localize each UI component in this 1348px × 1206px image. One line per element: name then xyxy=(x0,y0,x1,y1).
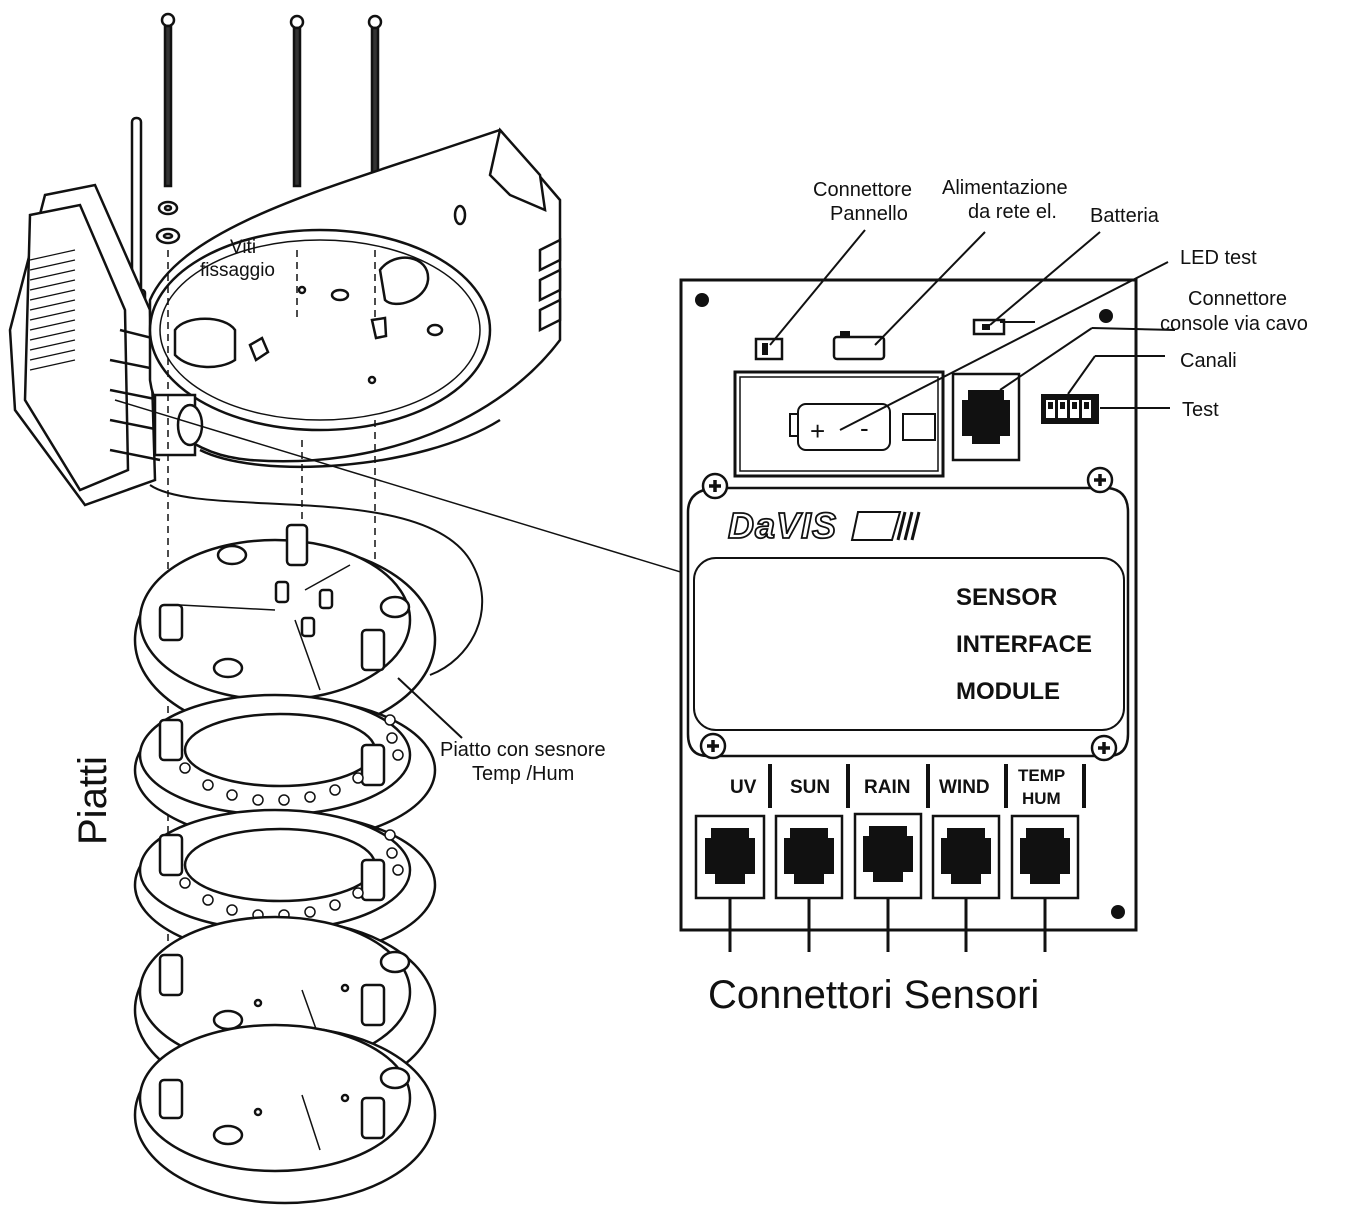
label-piatto-sensore-2: Temp /Hum xyxy=(472,763,574,785)
module-title-line-1: SENSOR xyxy=(956,584,1057,611)
callout-labels: Connettore Pannello Alimentazione da ret… xyxy=(71,177,1308,1017)
label-test: Test xyxy=(1182,399,1219,421)
plate-2 xyxy=(133,693,437,844)
label-piatti: Piatti xyxy=(71,756,115,845)
label-viti-1: Viti xyxy=(230,237,256,258)
label-connettore-console-2: console via cavo xyxy=(1160,313,1308,335)
label-connettore-pannello-2: Pannello xyxy=(830,203,908,225)
battery-compartment: + - xyxy=(733,370,945,478)
jack-sun xyxy=(774,814,844,900)
module-label-panel xyxy=(693,557,1125,731)
sensor-jacks xyxy=(694,812,1080,900)
cover-screws xyxy=(699,466,1118,762)
channel-dip-switch xyxy=(1041,394,1099,424)
label-canali: Canali xyxy=(1180,350,1237,372)
port-label-temp: TEMP xyxy=(1018,766,1065,785)
plate-5 xyxy=(133,1023,437,1205)
sensor-interface-module: + - xyxy=(679,278,1138,952)
davis-logo-flag xyxy=(850,511,921,541)
panel-connector xyxy=(754,337,784,361)
port-label-uv: UV xyxy=(730,777,757,798)
label-connettori-sensori: Connettori Sensori xyxy=(708,973,1039,1017)
label-led-test: LED test xyxy=(1180,247,1257,269)
label-batteria: Batteria xyxy=(1090,205,1160,227)
led-test-light xyxy=(972,318,1006,336)
shield-assembly xyxy=(8,12,562,1205)
jack-temp-hum xyxy=(1010,814,1080,900)
console-cable-jack xyxy=(951,372,1021,462)
power-connector xyxy=(832,331,886,361)
label-connettore-pannello-1: Connettore xyxy=(813,179,912,201)
label-piatto-sensore-1: Piatto con sesnore xyxy=(440,739,606,761)
label-leader-lines xyxy=(769,229,1176,431)
port-label-wind: WIND xyxy=(939,777,990,798)
jack-rain xyxy=(853,812,923,900)
module-title-line-2: INTERFACE xyxy=(956,631,1092,658)
module-title-line-3: MODULE xyxy=(956,678,1060,705)
battery-plus-sign: + xyxy=(810,416,825,446)
label-alimentazione-2: da rete el. xyxy=(968,201,1057,223)
plate-sensor xyxy=(133,523,437,737)
jack-uv xyxy=(694,814,766,900)
piatto-leader xyxy=(397,677,463,739)
top-housing xyxy=(148,127,562,676)
label-alimentazione-1: Alimentazione xyxy=(942,177,1068,199)
jack-wind xyxy=(931,814,1001,900)
port-label-rain: RAIN xyxy=(864,777,910,798)
davis-logo: DaVIS xyxy=(728,505,837,546)
label-connettore-console-1: Connettore xyxy=(1188,288,1287,310)
label-viti-2: fissaggio xyxy=(200,260,275,281)
solar-panel xyxy=(8,183,161,507)
port-labels: UV SUN RAIN WIND TEMP HUM xyxy=(730,764,1086,808)
battery-minus-sign: - xyxy=(860,413,869,443)
port-label-hum: HUM xyxy=(1022,789,1061,808)
sensor-connector-leaders xyxy=(728,898,1047,952)
port-label-sun: SUN xyxy=(790,777,830,798)
